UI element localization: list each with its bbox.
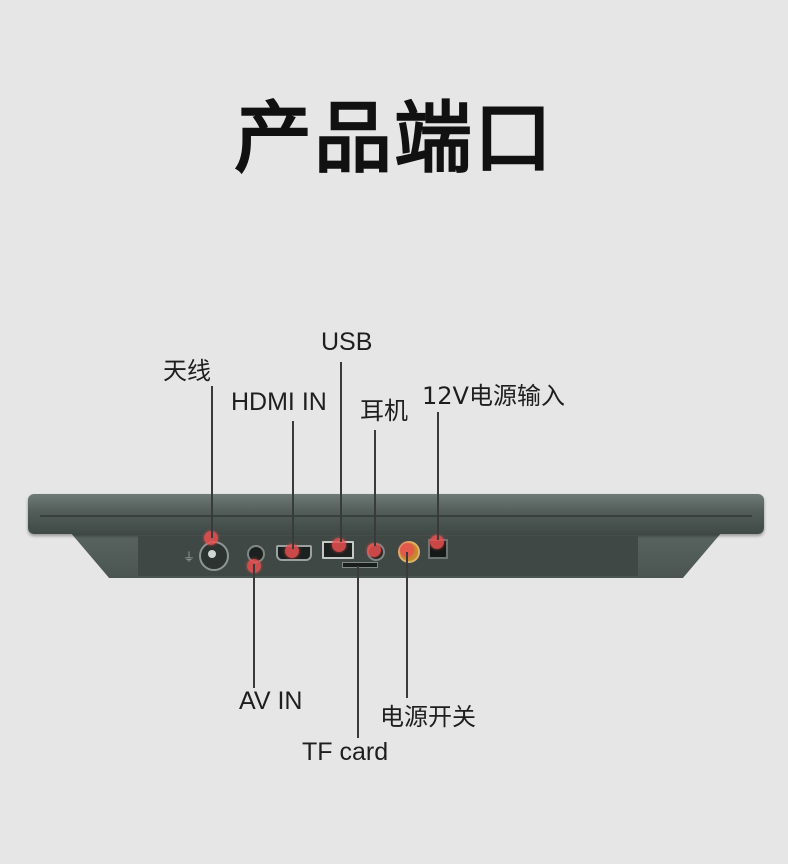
hdmi-in-label: HDMI IN <box>231 388 327 416</box>
power-in-label: 12V电源输入 <box>422 382 565 410</box>
tf-card-slot <box>342 562 378 568</box>
power-in-marker <box>430 535 444 549</box>
tf-card-leader <box>357 566 359 738</box>
earphone-marker <box>367 543 381 557</box>
antenna-port <box>199 541 229 571</box>
av-in-label: AV IN <box>239 687 303 715</box>
earphone-leader <box>374 430 376 546</box>
hdmi-leader <box>292 421 294 549</box>
bezel-seam <box>40 515 752 517</box>
page-title: 产品端口 <box>233 94 554 184</box>
av-in-leader <box>253 564 255 688</box>
power-switch-marker <box>400 543 414 557</box>
antenna-label: 天线 <box>163 357 211 385</box>
device-bezel <box>28 494 764 534</box>
usb-label: USB <box>321 328 373 356</box>
usb-leader <box>340 362 342 542</box>
tf-card-label: TF card <box>302 738 389 766</box>
hdmi-marker <box>285 544 299 558</box>
power-switch-leader <box>406 552 408 698</box>
earphone-label: 耳机 <box>360 397 408 425</box>
ground-icon: ⏚ <box>183 550 196 564</box>
antenna-leader <box>211 386 213 538</box>
power-in-leader <box>437 412 439 540</box>
usb-marker <box>332 538 346 552</box>
power-switch-label: 电源开关 <box>380 703 476 731</box>
antenna-marker <box>204 531 218 545</box>
